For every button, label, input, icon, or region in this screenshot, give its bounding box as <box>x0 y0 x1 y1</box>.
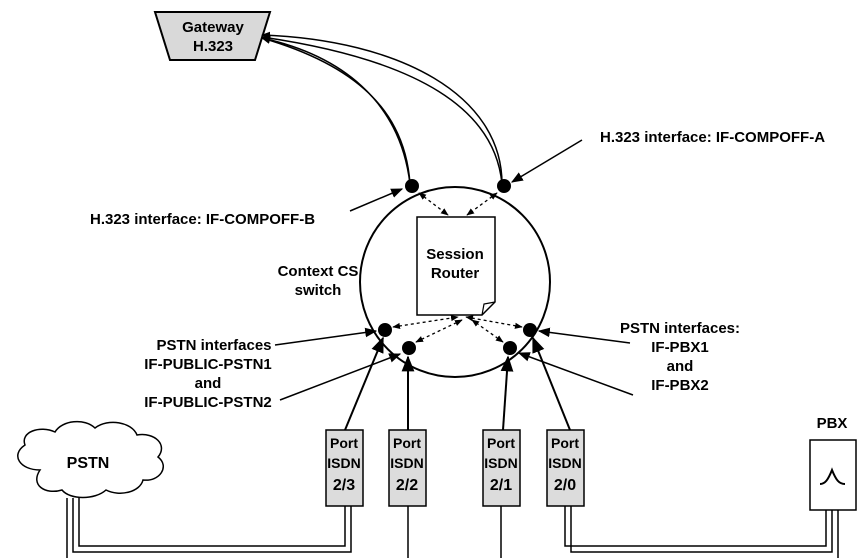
label-context-line2: switch <box>295 282 342 299</box>
pbx-box <box>809 439 857 511</box>
port-label-line2: ISDN <box>327 455 360 471</box>
gateway-shape <box>153 11 272 61</box>
port-isdn-2-0: Port ISDN 2/0 <box>546 429 585 507</box>
interface-dot-public-pstn1 <box>378 323 392 337</box>
dashed-link-pbx1 <box>465 315 523 329</box>
port-label-line3: 2/2 <box>396 477 418 494</box>
pointer-pbx2 <box>517 352 634 396</box>
port-label-line1: Port <box>487 435 515 451</box>
label-pstn-right-line1: PSTN interfaces: <box>620 320 740 337</box>
interface-dot-pbx2 <box>503 341 517 355</box>
label-pstn-left-line1: PSTN interfaces <box>156 337 271 354</box>
connector-port-2-3 <box>344 336 384 431</box>
dashed-link-compoff-b <box>418 192 449 216</box>
port-label-line1: Port <box>551 435 579 451</box>
interface-dot-public-pstn2 <box>402 341 416 355</box>
cable-pstn-b <box>72 498 352 553</box>
label-pstn-left-line4: IF-PUBLIC-PSTN2 <box>144 394 272 411</box>
port-label-line1: Port <box>393 435 421 451</box>
label-h323-interface-a: H.323 interface: IF-COMPOFF-A <box>600 129 825 146</box>
cable-pbx-b <box>570 506 833 553</box>
label-pstn-right-line4: IF-PBX2 <box>651 377 709 394</box>
port-label-line2: ISDN <box>390 455 423 471</box>
port-label-line3: 2/3 <box>333 477 355 494</box>
label-pstn-right-line3: and <box>667 358 694 375</box>
gateway-label-line2: H.323 <box>193 38 233 55</box>
interface-dot-compoff-a <box>497 179 511 193</box>
port-label-line2: ISDN <box>548 455 581 471</box>
pointer-public-pstn2 <box>279 353 402 401</box>
port-label-line2: ISDN <box>484 455 517 471</box>
session-router-box: Session Router <box>416 216 496 316</box>
pstn-cloud-label: PSTN <box>67 455 110 472</box>
pointer-public-pstn1 <box>274 327 378 346</box>
pbx-label: PBX <box>817 415 848 432</box>
label-h323-interface-b: H.323 interface: IF-COMPOFF-B <box>90 211 315 228</box>
pbx-switch-icon <box>819 467 846 485</box>
connector-port-2-1 <box>500 355 514 431</box>
interface-dot-pbx1 <box>523 323 537 337</box>
label-context-line1: Context CS <box>278 263 359 280</box>
pointer-compoff-b <box>349 188 404 212</box>
port-label-line3: 2/0 <box>554 477 576 494</box>
dashed-link-pbx2 <box>471 319 504 343</box>
pointer-pbx1 <box>537 327 631 344</box>
dashed-link-pstn1 <box>392 314 459 330</box>
label-pstn-left-line2: IF-PUBLIC-PSTN1 <box>144 356 272 373</box>
port-isdn-2-3: Port ISDN 2/3 <box>325 429 364 507</box>
gateway-link-a-outer <box>261 31 503 185</box>
pointer-compoff-a <box>510 139 583 183</box>
port-isdn-2-2: Port ISDN 2/2 <box>388 429 427 507</box>
gateway-link-b-outer <box>261 36 411 185</box>
gateway-label-line1: Gateway <box>182 19 244 36</box>
port-label-line3: 2/1 <box>490 477 512 494</box>
port-label-line1: Port <box>330 435 358 451</box>
interface-dot-compoff-b <box>405 179 419 193</box>
dashed-link-pstn2 <box>415 319 463 343</box>
gateway-link-a-inner <box>261 34 503 185</box>
pstn-cloud: PSTN <box>17 420 164 499</box>
port-isdn-2-1: Port ISDN 2/1 <box>482 429 521 507</box>
cable-pbx-a <box>564 506 827 547</box>
cable-pstn-c <box>78 498 346 547</box>
label-pstn-right-line2: IF-PBX1 <box>651 339 709 356</box>
session-router-label-line2: Router <box>431 265 479 282</box>
gateway-h323: Gateway H.323 <box>153 11 272 61</box>
pbx-device: PBX <box>809 415 857 511</box>
dashed-link-compoff-a <box>466 192 498 216</box>
label-pstn-left-line3: and <box>195 375 222 392</box>
context-cs-circle <box>359 186 551 378</box>
gateway-link-b-inner <box>261 36 411 185</box>
session-router-label-line1: Session <box>426 246 484 263</box>
connector-port-2-0 <box>532 336 571 431</box>
